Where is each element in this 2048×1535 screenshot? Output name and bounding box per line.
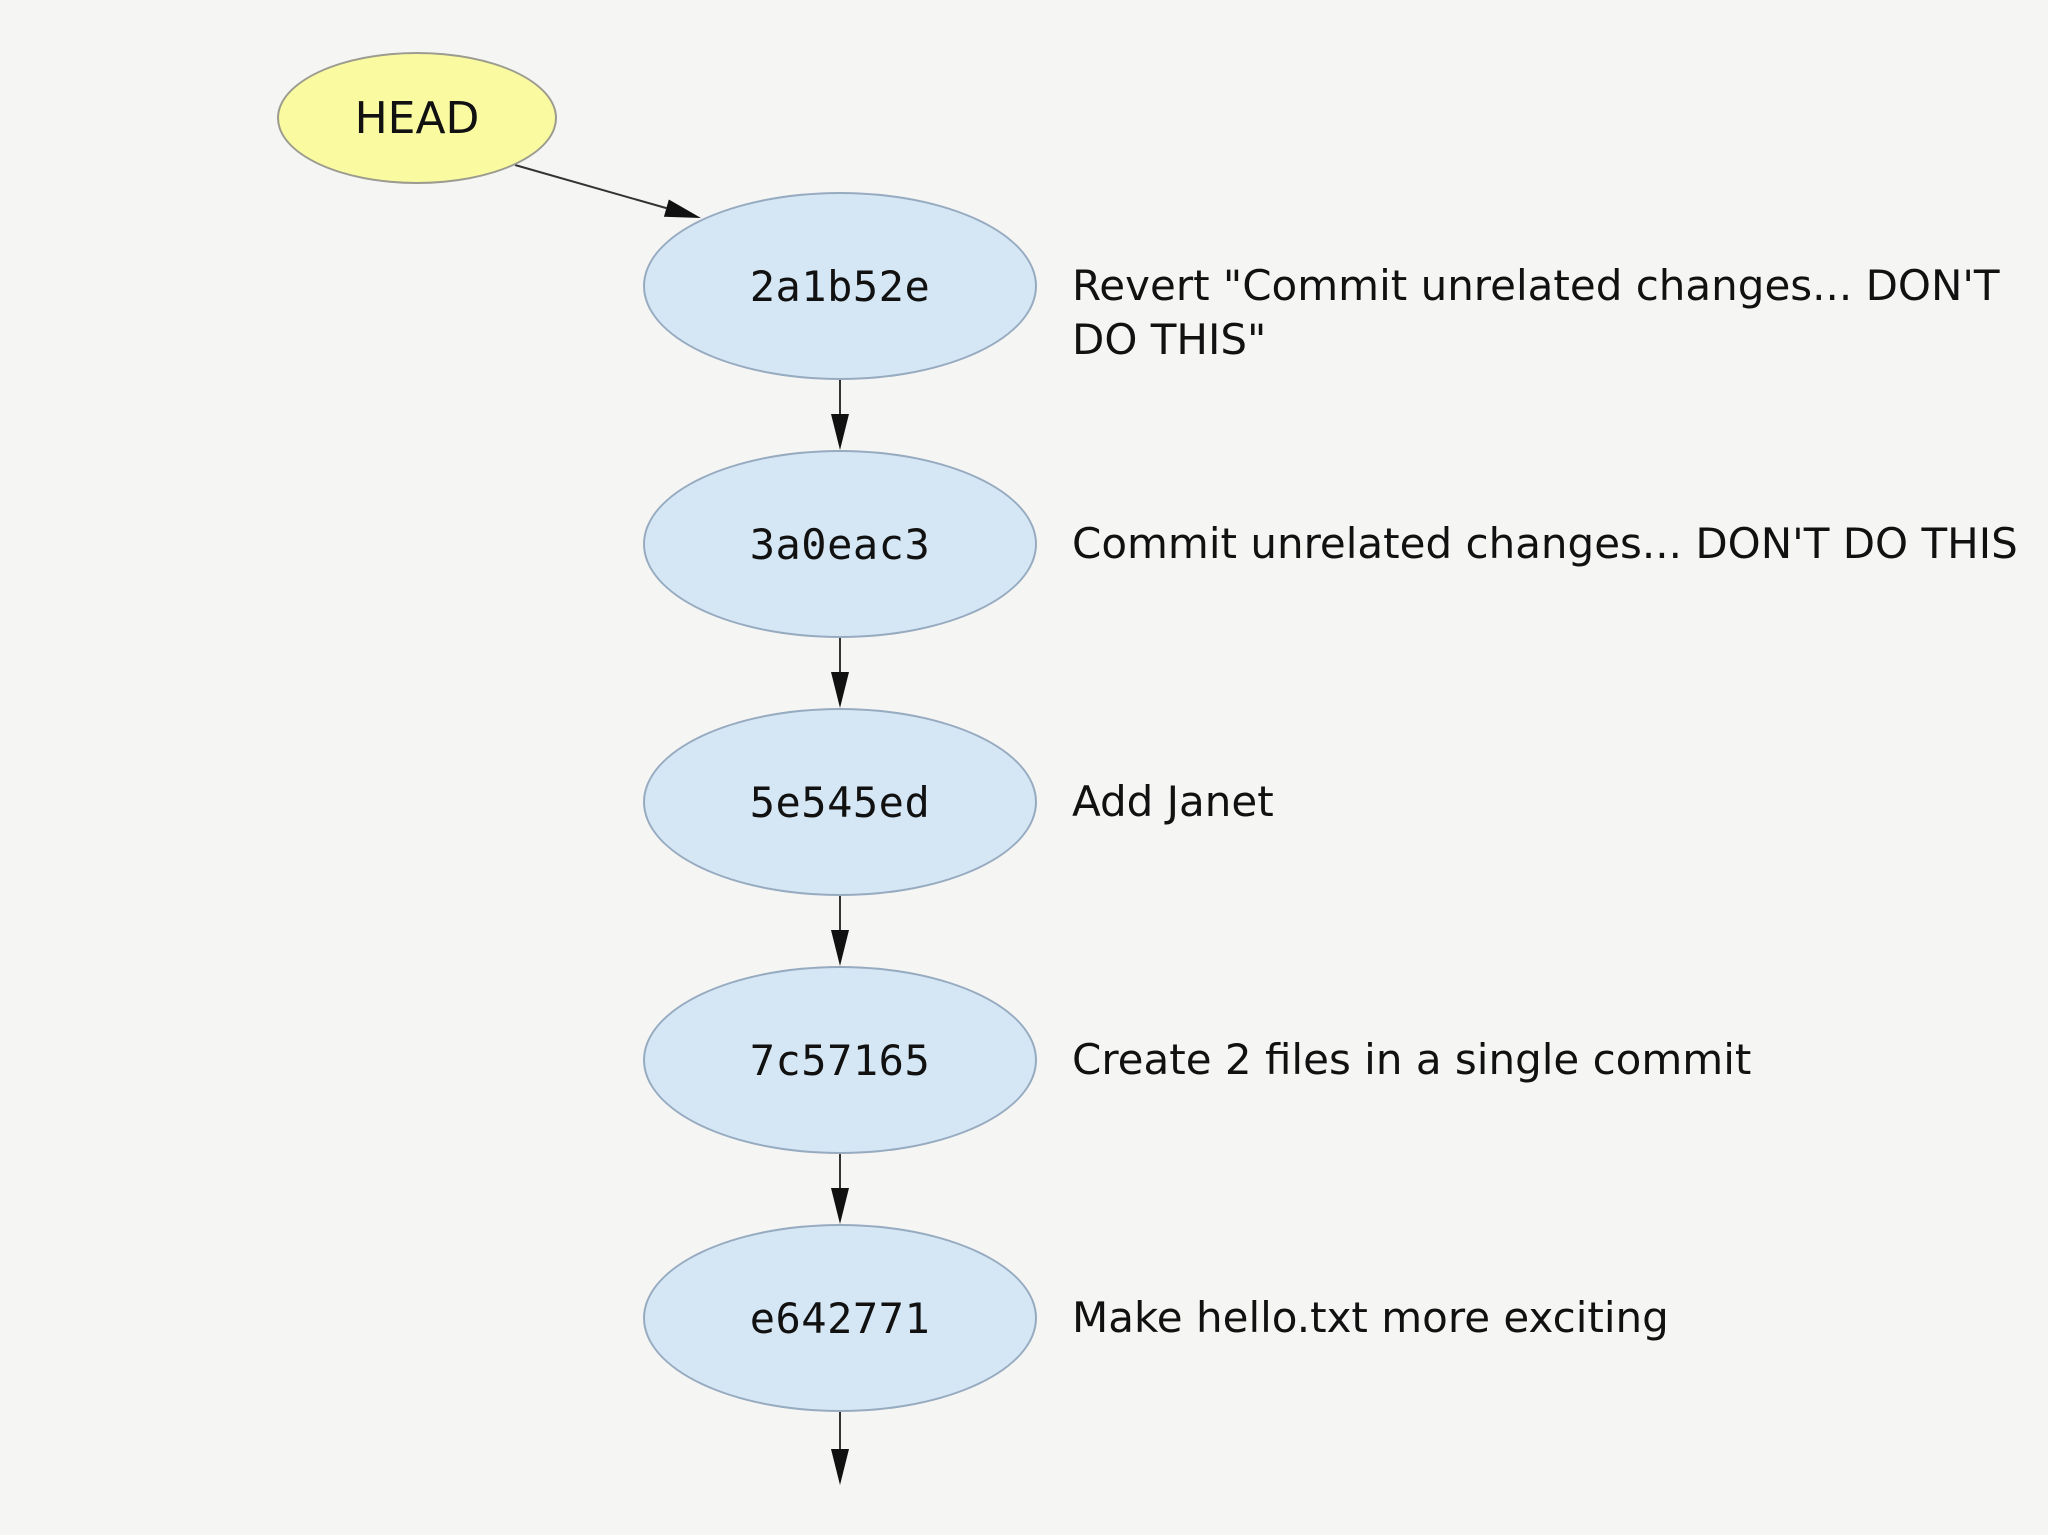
commit-hash: 3a0eac3 [749, 519, 931, 569]
commit-node: 2a1b52e [643, 192, 1037, 380]
head-label: HEAD [354, 92, 480, 144]
commit-hash: e642771 [749, 1293, 931, 1343]
commit-message: Make hello.txt more exciting [1072, 1293, 1669, 1342]
commit-node: 7c57165 [643, 966, 1037, 1154]
commit-message: Commit unrelated changes... DON'T DO THI… [1072, 519, 2018, 568]
trailing-arrow [831, 1412, 849, 1485]
commit-message: Create 2 files in a single commit [1072, 1035, 1752, 1084]
commit-hash: 2a1b52e [749, 261, 931, 311]
commit-arrow [831, 1154, 849, 1224]
commit-arrow [831, 896, 849, 966]
commit-node: e642771 [643, 1224, 1037, 1412]
head-arrow [514, 164, 701, 218]
commit-message: Add Janet [1072, 777, 1274, 826]
commit-hash: 7c57165 [749, 1035, 931, 1085]
commit-node: 5e545ed [643, 708, 1037, 896]
commit-arrow [831, 638, 849, 708]
head-node: HEAD [277, 52, 557, 184]
commit-arrow [831, 380, 849, 450]
commit-message: Revert "Commit unrelated changes... DON'… [1072, 261, 2000, 364]
commit-node: 3a0eac3 [643, 450, 1037, 638]
commit-hash: 5e545ed [749, 777, 931, 827]
